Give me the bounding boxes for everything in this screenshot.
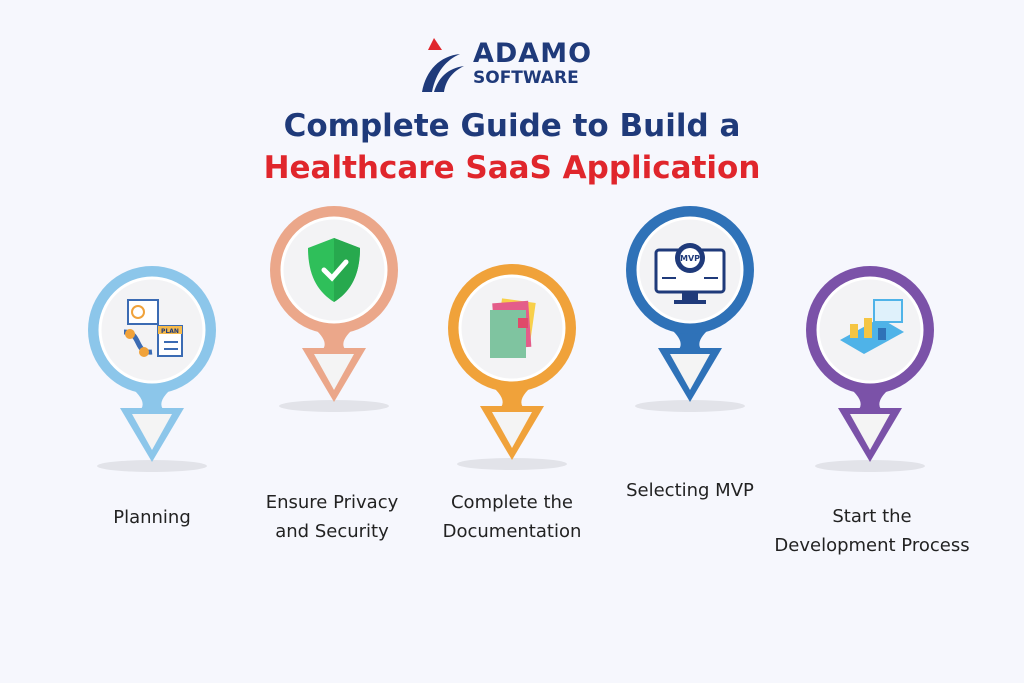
logo-text-adamo: ADAMO [473, 38, 593, 69]
pin-arrow-inner [850, 414, 890, 450]
step-label-planning: Planning [113, 507, 191, 528]
pin-shadow [97, 460, 207, 472]
mvp-monitor-icon: MVP [654, 243, 726, 304]
pin-arrow-inner [314, 354, 354, 390]
plan-icon: PLAN [123, 299, 183, 357]
pin-arrow-inner [492, 412, 532, 448]
svg-text:PLAN: PLAN [161, 328, 179, 335]
documents-icon [490, 298, 536, 358]
pin-development [806, 266, 934, 472]
pin-mvp: MVP [626, 206, 754, 412]
development-icon [840, 299, 904, 354]
svg-text:MVP: MVP [680, 254, 700, 263]
pin-arrow-inner [132, 414, 172, 450]
step-label-mvp: Selecting MVP [626, 480, 754, 501]
pin-shadow [635, 400, 745, 412]
title-line-1: Complete Guide to Build a [283, 108, 741, 144]
pin-arrow-inner [670, 354, 710, 390]
pin-privacy [270, 206, 398, 412]
pin-shadow [457, 458, 567, 470]
logo-text-software: SOFTWARE [473, 68, 579, 88]
pin-planning: PLAN [88, 266, 216, 472]
logo-mark-icon [422, 38, 464, 92]
pin-face [98, 276, 206, 384]
pin-shadow [279, 400, 389, 412]
pin-documentation [448, 264, 576, 470]
adamo-logo: ADAMO SOFTWARE [420, 36, 620, 94]
pin-shadow [815, 460, 925, 472]
shield-check-icon [308, 238, 360, 302]
title-line-2: Healthcare SaaS Application [263, 150, 761, 186]
